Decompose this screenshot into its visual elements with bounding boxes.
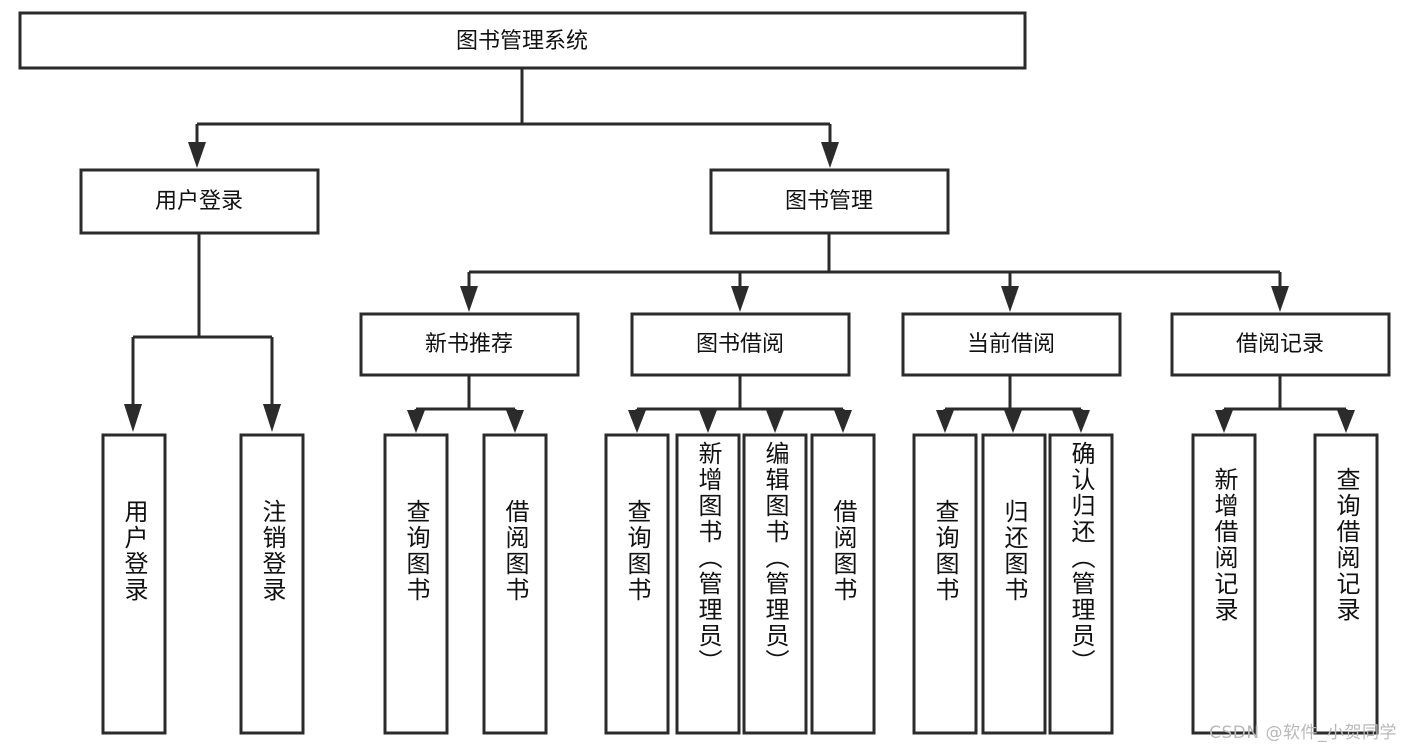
node-borrow-record-box[interactable] bbox=[1170, 312, 1391, 377]
node-root-label: 图书管理系统 bbox=[456, 29, 588, 54]
arrowhead-leaf-query-book-borrow bbox=[628, 410, 646, 433]
leaf-boxes bbox=[101, 433, 1379, 735]
node-leaf-borrow-book-box[interactable] bbox=[810, 433, 876, 735]
node-leaf-query-book-current-box[interactable] bbox=[912, 433, 978, 735]
node-leaf-query-borrow-record-box[interactable] bbox=[1313, 433, 1379, 735]
node-borrow-record[interactable]: 借阅记录 bbox=[1170, 312, 1391, 377]
arrowhead-leaf-borrow-book-recommend bbox=[506, 410, 524, 433]
arrowhead-leaf-logout bbox=[263, 404, 281, 432]
node-book-manage-box[interactable] bbox=[709, 168, 950, 235]
node-user-login-box[interactable] bbox=[79, 168, 320, 235]
node-current-borrow[interactable]: 当前借阅 bbox=[901, 312, 1122, 377]
arrowhead-book-manage bbox=[821, 142, 839, 168]
connector-group-borrow-record bbox=[1215, 375, 1355, 433]
arrowhead-leaf-query-book-recommend bbox=[407, 410, 425, 433]
node-leaf-user-login-box[interactable] bbox=[101, 433, 167, 735]
connector-group-current-borrow bbox=[936, 375, 1090, 433]
node-user-login-label: 用户登录 bbox=[155, 189, 243, 214]
arrowhead-leaf-user-login bbox=[124, 404, 142, 432]
node-user-login[interactable]: 用户登录 bbox=[79, 168, 320, 235]
node-root-box[interactable] bbox=[18, 11, 1027, 70]
arrowhead-leaf-edit-book bbox=[766, 410, 784, 433]
node-new-book-recommend-box[interactable] bbox=[359, 312, 580, 377]
connector-group-book-borrow bbox=[628, 375, 852, 433]
arrowhead-leaf-confirm-return bbox=[1072, 410, 1090, 433]
node-current-borrow-label: 当前借阅 bbox=[967, 332, 1055, 357]
arrowhead-book-borrow bbox=[731, 286, 749, 312]
connector-group-root bbox=[188, 68, 839, 168]
node-book-manage-label: 图书管理 bbox=[785, 189, 873, 214]
arrowhead-current-borrow bbox=[1001, 286, 1019, 312]
node-current-borrow-box[interactable] bbox=[901, 312, 1122, 377]
arrowhead-user-login bbox=[188, 142, 206, 168]
node-leaf-logout-box[interactable] bbox=[239, 433, 305, 735]
connector-group-book-manage bbox=[460, 233, 1289, 312]
node-leaf-confirm-return-box[interactable] bbox=[1048, 433, 1114, 735]
arrowhead-borrow-record bbox=[1271, 286, 1289, 312]
arrowhead-leaf-add-book bbox=[699, 410, 717, 433]
node-book-borrow-label: 图书借阅 bbox=[696, 332, 784, 357]
node-leaf-borrow-book-recommend-box[interactable] bbox=[482, 433, 548, 735]
node-leaf-edit-book-box[interactable] bbox=[742, 433, 808, 735]
arrowhead-leaf-return-book bbox=[1004, 410, 1022, 433]
arrowhead-new-book-recommend bbox=[460, 286, 478, 312]
arrowhead-leaf-query-book-current bbox=[936, 410, 954, 433]
arrowhead-leaf-add-borrow-record bbox=[1215, 410, 1233, 433]
node-book-borrow[interactable]: 图书借阅 bbox=[630, 312, 851, 377]
node-leaf-return-book-box[interactable] bbox=[981, 433, 1047, 735]
node-root[interactable]: 图书管理系统 bbox=[18, 11, 1027, 70]
node-leaf-query-book-borrow-box[interactable] bbox=[604, 433, 670, 735]
node-book-manage[interactable]: 图书管理 bbox=[709, 168, 950, 235]
csdn-watermark: CSDN @软件_小贺同学 bbox=[1209, 723, 1397, 743]
arrowhead-leaf-borrow-book bbox=[834, 410, 852, 433]
arrowhead-leaf-query-borrow-record bbox=[1337, 410, 1355, 433]
node-borrow-record-label: 借阅记录 bbox=[1236, 332, 1324, 357]
node-book-borrow-box[interactable] bbox=[630, 312, 851, 377]
connector-group-new-book-recommend bbox=[407, 375, 524, 433]
node-new-book-recommend-label: 新书推荐 bbox=[425, 332, 513, 357]
node-leaf-query-book-recommend-box[interactable] bbox=[383, 433, 449, 735]
node-new-book-recommend[interactable]: 新书推荐 bbox=[359, 312, 580, 377]
connector-group-user-login bbox=[124, 233, 281, 432]
node-leaf-add-book-box[interactable] bbox=[675, 433, 741, 735]
node-leaf-add-borrow-record-box[interactable] bbox=[1191, 433, 1257, 735]
